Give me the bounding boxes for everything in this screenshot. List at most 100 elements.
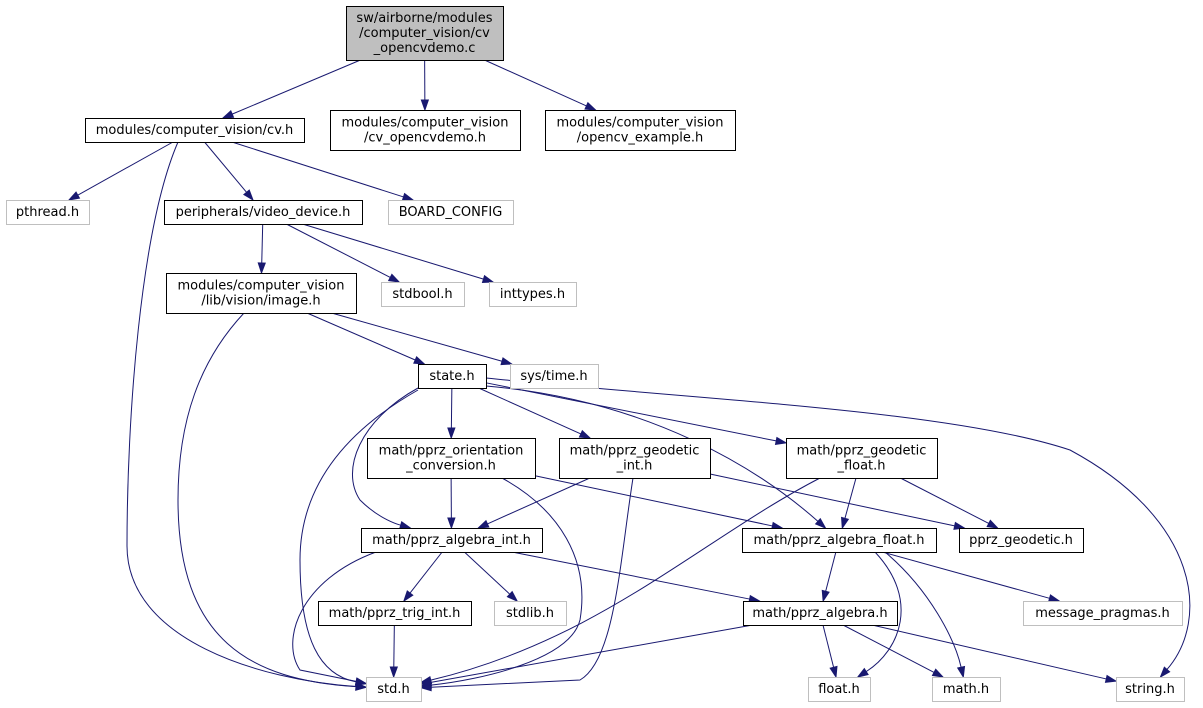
node-pprz-geodetic-h[interactable]: pprz_geodetic.h — [959, 528, 1084, 553]
node-label: _float.h — [836, 459, 885, 474]
edge-algebra-int-h-to-trig-int-h — [409, 551, 443, 594]
edge-geodetic-float-h-to-algebra-float-h-arrowhead — [841, 516, 850, 530]
node-image-h[interactable]: modules/computer_vision/lib/vision/image… — [166, 273, 357, 314]
node-box — [164, 200, 363, 225]
edge-algebra-h-to-math-h-arrowhead — [931, 668, 945, 678]
edge-root-to-opencv-example-h — [484, 59, 587, 107]
node-stdlib-h[interactable]: stdlib.h — [494, 601, 567, 626]
edge-state-h-to-string-h-arrowhead — [1159, 666, 1171, 679]
node-opencv-example-h[interactable]: modules/computer_vision/opencv_example.h — [545, 110, 736, 151]
edge-algebra-int-h-to-trig-int-h-arrowhead — [402, 590, 414, 603]
node-label: math.h — [943, 682, 989, 697]
node-box — [545, 110, 736, 151]
node-box — [367, 438, 536, 479]
edge-root-to-cv-h — [231, 59, 361, 115]
edge-root-to-cv-h-arrowhead — [221, 110, 235, 119]
node-box — [959, 528, 1084, 553]
node-box — [388, 200, 514, 225]
edge-orientation-h-to-algebra-int-h-arrowhead — [447, 517, 456, 530]
node-label: pprz_geodetic.h — [969, 533, 1073, 548]
node-algebra-h[interactable]: math/pprz_algebra.h — [743, 601, 898, 626]
node-box — [932, 677, 1001, 702]
node-box — [743, 601, 898, 626]
edge-geodetic-int-h-to-algebra-int-h-arrowhead — [476, 519, 490, 529]
node-geodetic-float-h[interactable]: math/pprz_geodetic_float.h — [786, 438, 938, 479]
node-stdbool-h[interactable]: stdbool.h — [381, 282, 465, 307]
node-label: std.h — [377, 682, 410, 697]
node-state-h[interactable]: state.h — [418, 364, 487, 389]
edge-state-h-to-geodetic-float-h-arrowhead — [774, 436, 788, 445]
edges-layer — [67, 59, 1191, 692]
edge-trig-int-h-to-std-h — [393, 624, 395, 668]
node-label: /computer_vision/cv — [359, 26, 490, 41]
edge-algebra-h-to-string-h-arrowhead — [1104, 674, 1118, 683]
edge-video-device-h-to-stdbool-h-arrowhead — [387, 273, 401, 283]
node-board-config[interactable]: BOARD_CONFIG — [388, 200, 514, 225]
edge-geodetic-float-h-to-pprz-geodetic-h — [900, 477, 989, 524]
node-label: string.h — [1125, 682, 1175, 697]
node-string-h[interactable]: string.h — [1116, 677, 1185, 702]
edge-algebra-h-to-float-h — [822, 624, 835, 668]
node-label: /opencv_example.h — [577, 131, 704, 146]
edge-geodetic-float-h-to-algebra-float-h — [844, 477, 857, 519]
edge-cv-h-to-board-config — [231, 141, 404, 198]
node-label: stdbool.h — [392, 287, 452, 302]
edge-image-h-to-state-h-arrowhead — [413, 355, 426, 365]
node-pthread-h[interactable]: pthread.h — [6, 200, 90, 225]
node-trig-int-h[interactable]: math/pprz_trig_int.h — [318, 601, 472, 626]
edge-root-to-cv-opencvdemo-h-arrowhead — [420, 99, 430, 112]
edge-algebra-int-h-to-std-h-arrowhead — [354, 677, 368, 686]
node-label: inttypes.h — [500, 287, 565, 302]
edge-state-h-to-orientation-h-arrowhead — [447, 427, 456, 440]
node-box — [742, 528, 937, 553]
node-cv-h[interactable]: modules/computer_vision/cv.h — [85, 118, 305, 143]
node-label: message_pragmas.h — [1035, 606, 1170, 621]
edge-state-h-to-geodetic-int-h — [478, 387, 582, 435]
edge-cv-h-to-board-config-arrowhead — [401, 192, 415, 201]
node-label: float.h — [818, 682, 860, 697]
node-inttypes-h[interactable]: inttypes.h — [489, 282, 577, 307]
node-root[interactable]: sw/airborne/modules/computer_vision/cv_o… — [346, 6, 504, 61]
edge-geodetic-float-h-to-std-h — [430, 477, 821, 681]
edge-algebra-h-to-string-h — [871, 624, 1107, 680]
node-label: stdlib.h — [506, 606, 554, 621]
edge-cv-h-to-pthread-h — [77, 141, 174, 196]
node-video-device-h[interactable]: peripherals/video_device.h — [164, 200, 363, 225]
node-label: sw/airborne/modules — [356, 11, 492, 26]
edge-state-h-to-algebra-int-h-arrowhead — [399, 521, 412, 530]
node-float-h[interactable]: float.h — [808, 677, 871, 702]
edge-state-h-to-geodetic-int-h-arrowhead — [578, 429, 592, 439]
edge-cv-h-to-pthread-h-arrowhead — [67, 191, 81, 201]
edge-image-h-to-sys-time-h-arrowhead — [500, 357, 514, 366]
edge-video-device-h-to-stdbool-h — [286, 223, 391, 278]
node-box — [361, 528, 543, 553]
node-std-h[interactable]: std.h — [366, 677, 422, 702]
edge-algebra-int-h-to-stdlib-h-arrowhead — [506, 590, 519, 603]
node-box — [494, 601, 567, 626]
edge-cv-h-to-video-device-h-arrowhead — [243, 189, 254, 202]
node-orientation-h[interactable]: math/pprz_orientation_conversion.h — [367, 438, 536, 479]
node-cv-opencvdemo-h[interactable]: modules/computer_vision/cv_opencvdemo.h — [330, 110, 521, 151]
edge-state-h-to-string-h — [485, 377, 1191, 670]
edge-trig-int-h-to-std-h-arrowhead — [389, 666, 399, 679]
node-box — [1116, 677, 1185, 702]
node-box — [166, 273, 357, 314]
node-label: modules/computer_vision — [342, 116, 509, 131]
node-geodetic-int-h[interactable]: math/pprz_geodetic_int.h — [559, 438, 711, 479]
node-algebra-float-h[interactable]: math/pprz_algebra_float.h — [742, 528, 937, 553]
edge-video-device-h-to-inttypes-h-arrowhead — [481, 274, 495, 283]
edge-video-device-h-to-inttypes-h — [302, 223, 484, 280]
edge-state-h-to-algebra-int-h — [352, 387, 419, 526]
node-sys-time-h[interactable]: sys/time.h — [510, 364, 599, 389]
node-math-h[interactable]: math.h — [932, 677, 1001, 702]
node-label: peripherals/video_device.h — [176, 205, 351, 220]
node-message-pragmas-h[interactable]: message_pragmas.h — [1023, 601, 1183, 626]
edge-algebra-float-h-to-algebra-h-arrowhead — [821, 589, 830, 603]
node-label: _conversion.h — [405, 459, 496, 474]
node-algebra-int-h[interactable]: math/pprz_algebra_int.h — [361, 528, 543, 553]
node-box — [366, 677, 422, 702]
node-box — [330, 110, 521, 151]
node-box — [489, 282, 577, 307]
node-label: modules/computer_vision/cv.h — [96, 123, 294, 138]
edge-algebra-int-h-to-std-h — [292, 551, 377, 682]
